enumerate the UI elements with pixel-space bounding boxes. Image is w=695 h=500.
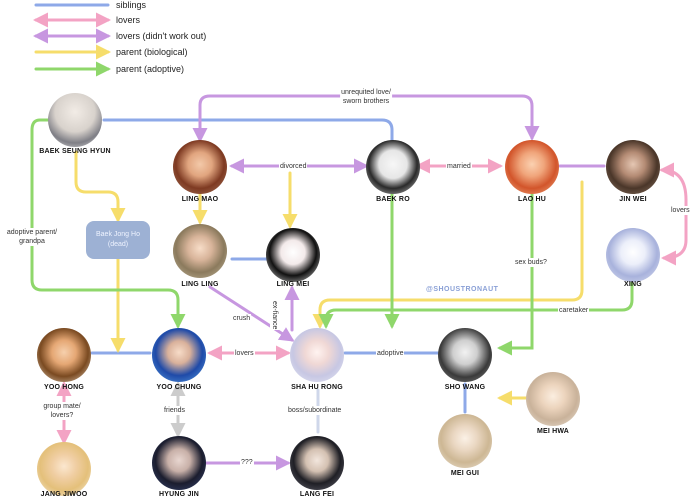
name-yoo-hong: YOO HONG: [43, 384, 85, 391]
portrait-xing[interactable]: [606, 228, 660, 282]
name-xing: XING: [624, 281, 642, 288]
label-lovers-jin-xing: lovers: [670, 206, 691, 215]
label-married: married: [446, 162, 472, 171]
label-lovers-yoo-sha: lovers: [234, 349, 255, 358]
name-ling-mao: LING MAO: [181, 196, 219, 203]
portrait-baek-seung-hyun[interactable]: [48, 93, 102, 147]
name-baek-ro: BAEK RO: [376, 196, 410, 203]
portrait-sha-hu-rong[interactable]: [290, 328, 344, 382]
label-friends: friends: [163, 406, 187, 415]
portrait-ling-mao[interactable]: [173, 140, 227, 194]
portrait-lao-hu[interactable]: [505, 140, 559, 194]
name-sha-hu-rong: SHA HU RONG: [291, 384, 343, 391]
label-caretaker: caretaker: [558, 306, 590, 315]
legend-lovers: lovers: [116, 15, 141, 25]
label-adoptive: adoptive: [376, 349, 405, 358]
portrait-yoo-hong[interactable]: [37, 328, 91, 382]
label-unrequited-line2: sworn brothers: [342, 98, 390, 105]
label-sex-buds: sex buds?: [514, 258, 548, 267]
label-ex-fiance: ex-fiance: [270, 300, 279, 331]
label-adoptive-parent-line1: adoptive parent/: [6, 229, 58, 236]
label-unrequited-line1: unrequited love/: [341, 89, 391, 96]
label-adoptive-parent: adoptive parent/ grandpa: [5, 228, 59, 246]
name-mei-hwa: MEI HWA: [536, 428, 570, 435]
portrait-jang-jiwoo[interactable]: [37, 442, 91, 496]
portrait-hyung-jin[interactable]: [152, 436, 206, 490]
baek-jong-ho-status: (dead): [107, 241, 129, 248]
portrait-baek-ro[interactable]: [366, 140, 420, 194]
name-yoo-chung: YOO CHUNG: [156, 384, 202, 391]
name-lao-hu: LAO HU: [517, 196, 547, 203]
portrait-ling-ling[interactable]: [173, 224, 227, 278]
legend-lovers-failed: lovers (didn't work out): [116, 31, 207, 41]
portrait-mei-hwa[interactable]: [526, 372, 580, 426]
label-adoptive-parent-line2: grandpa: [19, 238, 45, 245]
name-jang-jiwoo: JANG JIWOO: [40, 491, 88, 498]
portrait-sho-wang[interactable]: [438, 328, 492, 382]
name-baek-seung-hyun: BAEK SEUNG HYUN: [39, 148, 111, 155]
label-group-mate: group mate/ lovers?: [42, 402, 82, 420]
legend-parent-adoptive: parent (adoptive): [116, 64, 185, 74]
portrait-lang-fei[interactable]: [290, 436, 344, 490]
label-group-mate-line1: group mate/: [43, 403, 81, 410]
portrait-mei-gui[interactable]: [438, 414, 492, 468]
label-crush: crush: [232, 314, 252, 323]
name-sho-wang: SHO WANG: [444, 384, 486, 391]
baek-jong-ho-box: Baek Jong Ho (dead): [86, 221, 150, 259]
label-boss: boss/subordinate: [287, 406, 343, 415]
name-lang-fei: LANG FEI: [299, 491, 335, 498]
label-group-mate-line2: lovers?: [50, 412, 74, 419]
name-ling-mei: LING MEI: [276, 281, 310, 288]
watermark: @SHOUSTRONAUT: [426, 286, 499, 293]
name-mei-gui: MEI GUI: [450, 470, 480, 477]
name-jin-wei: JIN WEI: [619, 196, 647, 203]
portrait-yoo-chung[interactable]: [152, 328, 206, 382]
label-unknown: ???: [240, 458, 254, 467]
name-ling-ling: LING LING: [181, 281, 219, 288]
label-divorced: divorced: [279, 162, 308, 171]
portrait-jin-wei[interactable]: [606, 140, 660, 194]
name-hyung-jin: HYUNG JIN: [159, 491, 199, 498]
label-unrequited: unrequited love/ sworn brothers: [340, 88, 392, 106]
portrait-ling-mei[interactable]: [266, 228, 320, 282]
legend-siblings: siblings: [116, 0, 147, 10]
baek-jong-ho-name: Baek Jong Ho: [96, 231, 140, 238]
legend-parent-bio: parent (biological): [116, 47, 188, 57]
